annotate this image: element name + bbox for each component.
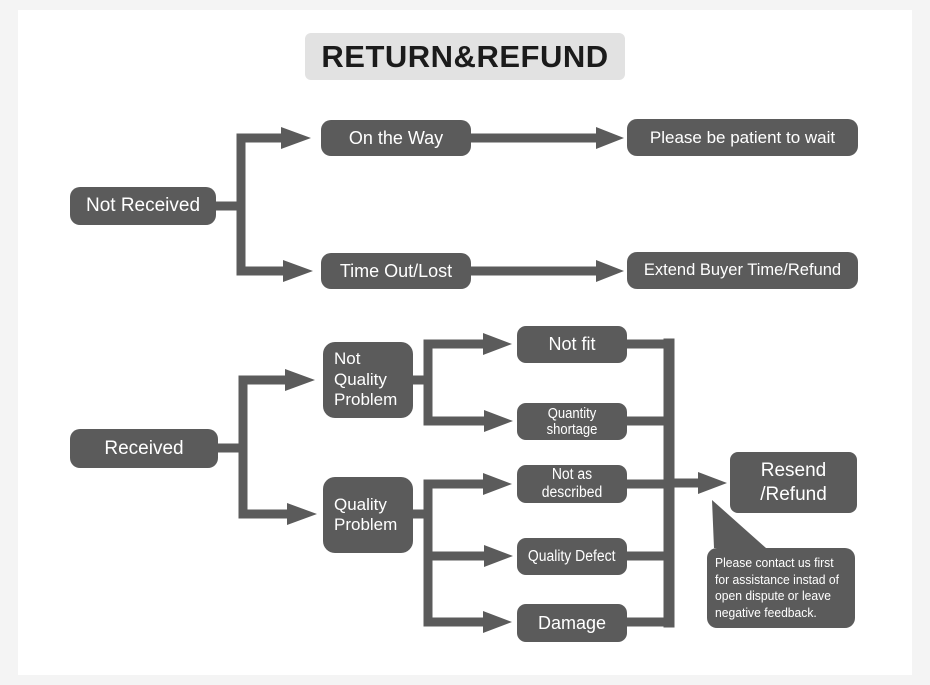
node-label: Received [104, 437, 184, 459]
branch-received [213, 369, 317, 525]
node-on-the-way: On the Way [321, 120, 471, 156]
diagram-title: RETURN&REFUND [305, 33, 625, 80]
note-bubble-tail [712, 500, 766, 548]
node-label: Not as described [541, 466, 603, 501]
node-label: Quality Problem [334, 494, 398, 534]
node-resend-refund: Resend /Refund [730, 452, 857, 513]
node-time-out-lost: Time Out/Lost [321, 253, 471, 289]
node-label: Damage [537, 612, 607, 633]
node-quality-defect: Quality Defect [517, 538, 627, 575]
node-extend-buyer-time-refund: Extend Buyer Time/Refund [627, 252, 858, 289]
branch-not-received [211, 127, 624, 282]
node-label: Extend Buyer Time/Refund [643, 261, 842, 279]
node-please-be-patient: Please be patient to wait [627, 119, 858, 156]
node-received: Received [70, 429, 218, 468]
node-quality-problem: Quality Problem [323, 477, 413, 553]
node-label: Resend /Refund [760, 459, 827, 505]
node-label: Not Quality Problem [334, 349, 398, 410]
node-label: On the Way [348, 127, 444, 148]
note-bubble: Please contact us first for assistance i… [707, 548, 855, 628]
node-label: Not fit [548, 334, 596, 354]
branch-not-quality-problem [408, 333, 513, 432]
node-quantity-shortage: Quantity shortage [517, 403, 627, 440]
node-label: Please be patient to wait [649, 127, 836, 147]
node-damage: Damage [517, 604, 627, 642]
node-label: Quality Defect [528, 547, 616, 565]
collector-to-resend-refund [622, 338, 727, 628]
node-not-received: Not Received [70, 187, 216, 225]
node-not-as-described: Not as described [517, 465, 627, 503]
node-label: Quantity shortage [546, 405, 598, 438]
branch-quality-problem [408, 473, 513, 633]
node-not-fit: Not fit [517, 326, 627, 363]
note-text: Please contact us first for assistance i… [715, 556, 840, 620]
node-label: Not Received [85, 195, 201, 216]
node-label: Time Out/Lost [339, 260, 453, 281]
node-not-quality-problem: Not Quality Problem [323, 342, 413, 418]
